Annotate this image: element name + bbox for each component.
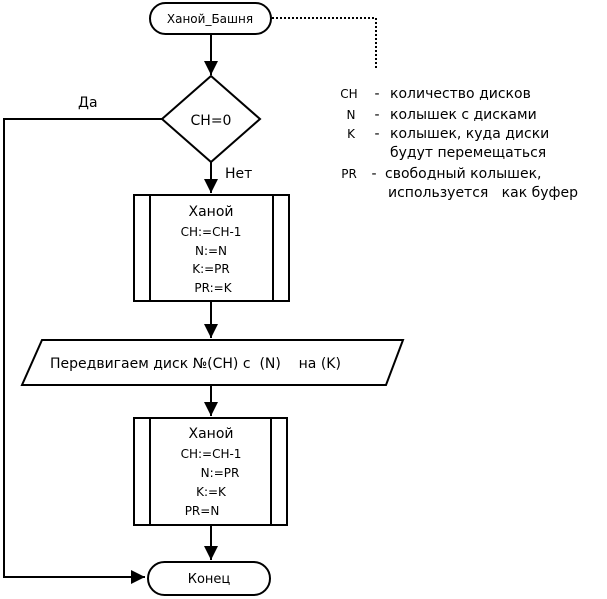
call1-line-3: K:=PR — [192, 262, 230, 276]
yes-label: Да — [78, 95, 98, 111]
legend-text: колышек, куда диски — [390, 126, 549, 142]
call1-line-1: CH:=CH-1 — [181, 225, 242, 239]
call1-box — [133, 194, 290, 302]
no-label: Нет — [225, 166, 252, 182]
io-text: Передвигаем диск №(CH) с (N) на (K) — [50, 356, 341, 372]
legend-key: PR — [341, 167, 357, 181]
call1-line-2: N:=N — [195, 244, 227, 258]
io-parallelogram — [20, 339, 405, 386]
call2-line-1: CH:=CH-1 — [181, 447, 242, 461]
call2-line-4: PR=N — [185, 504, 220, 518]
comment-connector — [272, 17, 377, 70]
legend-dash: - — [371, 166, 376, 182]
legend-dash: - — [374, 107, 379, 123]
legend-key: CH — [340, 87, 357, 101]
call1-title: Ханой — [189, 204, 234, 220]
legend-key: K — [347, 127, 356, 141]
legend-text: количество дисков — [390, 86, 531, 102]
legend-dash: - — [374, 126, 379, 142]
call1-line-4: PR:=K — [194, 281, 232, 295]
yes-branch-line — [3, 118, 162, 584]
legend-text: свободный колышек, — [385, 166, 542, 182]
decision-label: CH=0 — [191, 113, 232, 129]
call2-title: Ханой — [189, 426, 234, 442]
legend-text: колышек с дисками — [390, 107, 537, 123]
legend-text: будут перемещаться — [390, 145, 546, 161]
end-label: Конец — [188, 572, 231, 587]
call2-box — [133, 417, 288, 526]
start-label: Ханой_Башня — [167, 12, 253, 26]
call2-line-2: N:=PR — [201, 466, 240, 480]
end-terminator — [147, 561, 271, 596]
legend-text: используется как буфер — [388, 185, 578, 201]
legend: CH - количество дисков N - колышек с дис… — [340, 86, 578, 201]
legend-key: N — [347, 108, 356, 122]
legend-dash: - — [374, 86, 379, 102]
call2-line-3: K:=K — [196, 485, 227, 499]
